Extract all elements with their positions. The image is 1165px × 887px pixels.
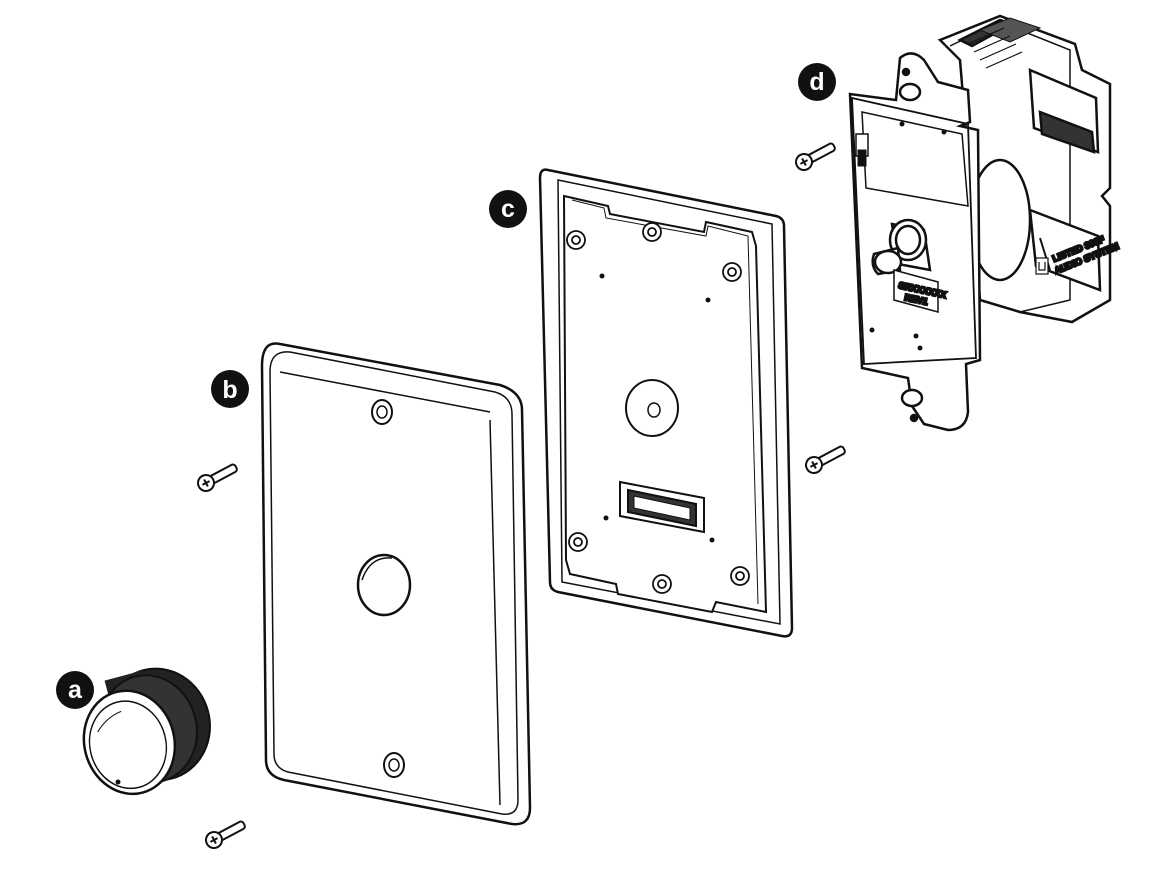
callout-a: a <box>56 671 94 709</box>
svg-text:a: a <box>68 676 83 704</box>
cover-plate <box>260 342 532 826</box>
adapter-plate <box>538 168 794 638</box>
heat-sink-fins <box>967 27 1023 69</box>
screw-left-top <box>197 463 238 492</box>
svg-text:c: c <box>501 195 515 223</box>
screw-right-bottom <box>805 445 846 474</box>
callout-c: c <box>489 190 527 228</box>
ul-logo <box>1035 257 1049 275</box>
volume-knob <box>82 667 211 796</box>
screw-left-bottom <box>205 820 246 849</box>
svg-text:d: d <box>809 68 824 96</box>
ribbon-connector <box>619 480 705 534</box>
callout-b: b <box>211 370 249 408</box>
mounting-screws <box>197 142 846 849</box>
svg-text:b: b <box>222 376 237 404</box>
screw-right-top <box>795 142 836 171</box>
dimmer-module: SRXXXXXX REV1 LISTED 393F AUDIO SYSTEM <box>848 14 1122 432</box>
grommet-holes <box>566 222 750 594</box>
callout-d: d <box>798 63 836 101</box>
